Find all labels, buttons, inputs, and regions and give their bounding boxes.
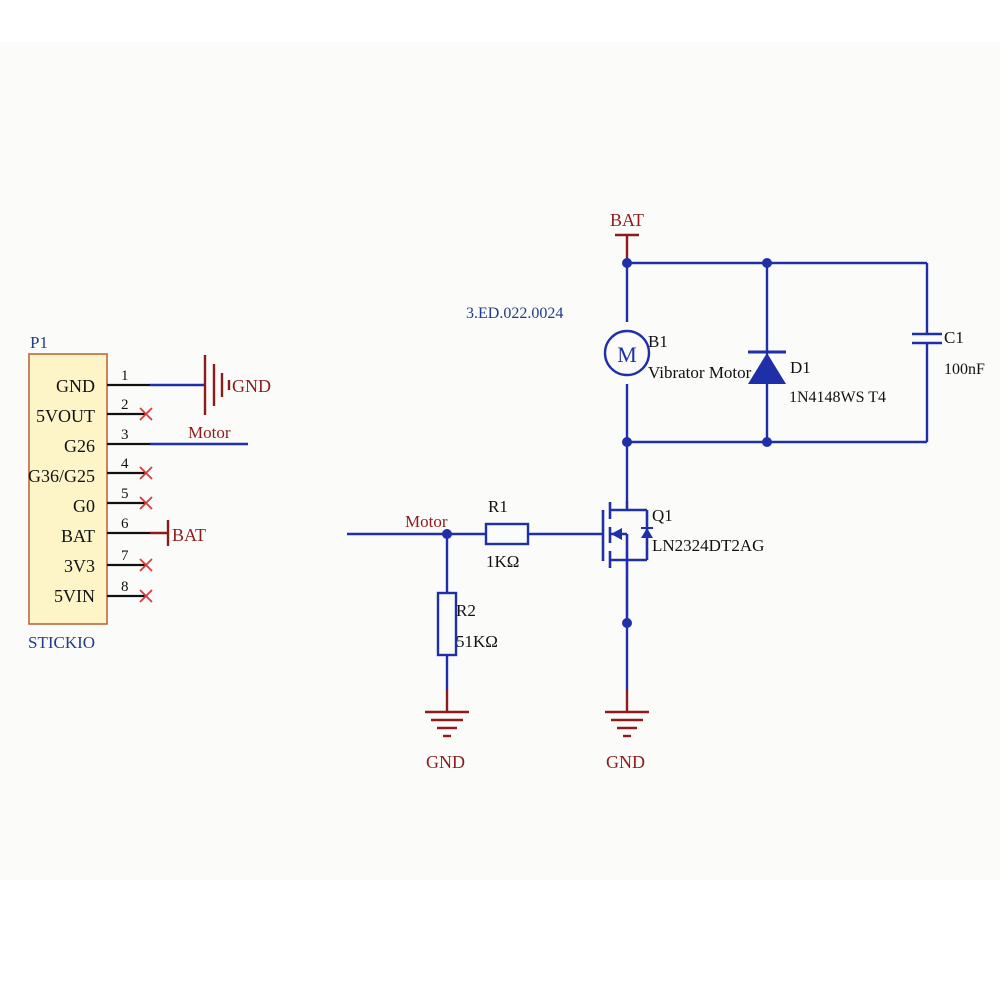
pin-label-3: G26	[64, 436, 95, 456]
motor-icon	[603, 329, 651, 377]
resistor-r1-ref: R1	[488, 497, 508, 516]
gnd-label-left: GND	[426, 752, 465, 772]
bat-port-label-left: BAT	[172, 525, 206, 545]
diode-value: 1N4148WS T4	[789, 389, 886, 406]
connector-pin-lines	[107, 383, 150, 598]
mosfet-ref: Q1	[652, 506, 673, 525]
resistor-r2-ref: R2	[456, 601, 476, 620]
gnd-port-pin1: GND	[150, 355, 271, 415]
connector-name: STICKIO	[28, 633, 95, 652]
gnd-port-left: GND	[425, 710, 469, 772]
mosfet-arrow-icon	[611, 528, 622, 540]
motor-b1: M B1 Vibrator Motor	[603, 329, 752, 382]
gnd-port-right: GND	[605, 710, 649, 772]
pin-number-1: 1	[121, 368, 129, 384]
pin-label-5: G0	[73, 496, 95, 516]
pin-number-6: 6	[121, 516, 129, 532]
pin-label-6: BAT	[61, 526, 95, 546]
diode-d1: D1 1N4148WS T4	[748, 350, 886, 406]
pin-number-8: 8	[121, 579, 129, 595]
resistor-r2-body	[436, 591, 458, 657]
cap-ref: C1	[944, 328, 964, 347]
part-code: 3.ED.022.0024	[466, 305, 563, 322]
motor-net-pin3: Motor	[150, 423, 248, 446]
motor-value: Vibrator Motor	[648, 363, 752, 382]
resistor-r2: R2 51KΩ	[436, 591, 498, 657]
connector-ref: P1	[30, 333, 48, 352]
diode-icon	[748, 353, 786, 384]
motor-ref: B1	[648, 332, 668, 351]
pin-number-5: 5	[121, 486, 129, 502]
mosfet-q1: Q1 LN2324DT2AG	[601, 501, 764, 623]
gnd-port-label: GND	[232, 376, 271, 396]
pin-number-2: 2	[121, 397, 129, 413]
bat-port-label-top: BAT	[610, 210, 644, 230]
resistor-r2-value: 51KΩ	[456, 632, 498, 651]
bat-port-top: BAT	[610, 210, 644, 263]
diode-ref: D1	[790, 358, 811, 377]
resistor-r1: R1 1KΩ	[484, 497, 530, 571]
bat-port-pin6: BAT	[150, 520, 206, 546]
resistor-r1-value: 1KΩ	[486, 552, 519, 571]
mosfet-body-diode-icon	[641, 528, 653, 538]
pin-label-7: 3V3	[64, 556, 95, 576]
pin-label-1: GND	[56, 376, 95, 396]
gnd-label-right: GND	[606, 752, 645, 772]
no-connect-markers	[139, 407, 153, 603]
motor-symbol: M	[617, 342, 637, 367]
capacitor-c1: C1 100nF	[912, 328, 985, 378]
motor-net-label-right: Motor	[405, 512, 448, 531]
motor-driver-circuit: BAT M B1 Vibrator Motor 3.ED.022.0024	[347, 210, 985, 772]
pin-number-7: 7	[121, 548, 129, 564]
connector-p1: P1 STICKIO GND 5VOUT G26 G36/G25 G0 BAT …	[28, 333, 271, 652]
connector-body	[28, 353, 108, 625]
pin-number-4: 4	[121, 456, 129, 472]
cap-value: 100nF	[944, 361, 985, 378]
motor-net-label-left: Motor	[188, 423, 231, 442]
pin-label-4: G36/G25	[28, 466, 95, 486]
schematic-paper	[0, 42, 1000, 880]
resistor-r1-body	[484, 522, 530, 546]
pin-label-2: 5VOUT	[36, 406, 95, 426]
pin-number-3: 3	[121, 427, 129, 443]
mosfet-value: LN2324DT2AG	[652, 536, 764, 555]
pin-label-8: 5VIN	[54, 586, 95, 606]
